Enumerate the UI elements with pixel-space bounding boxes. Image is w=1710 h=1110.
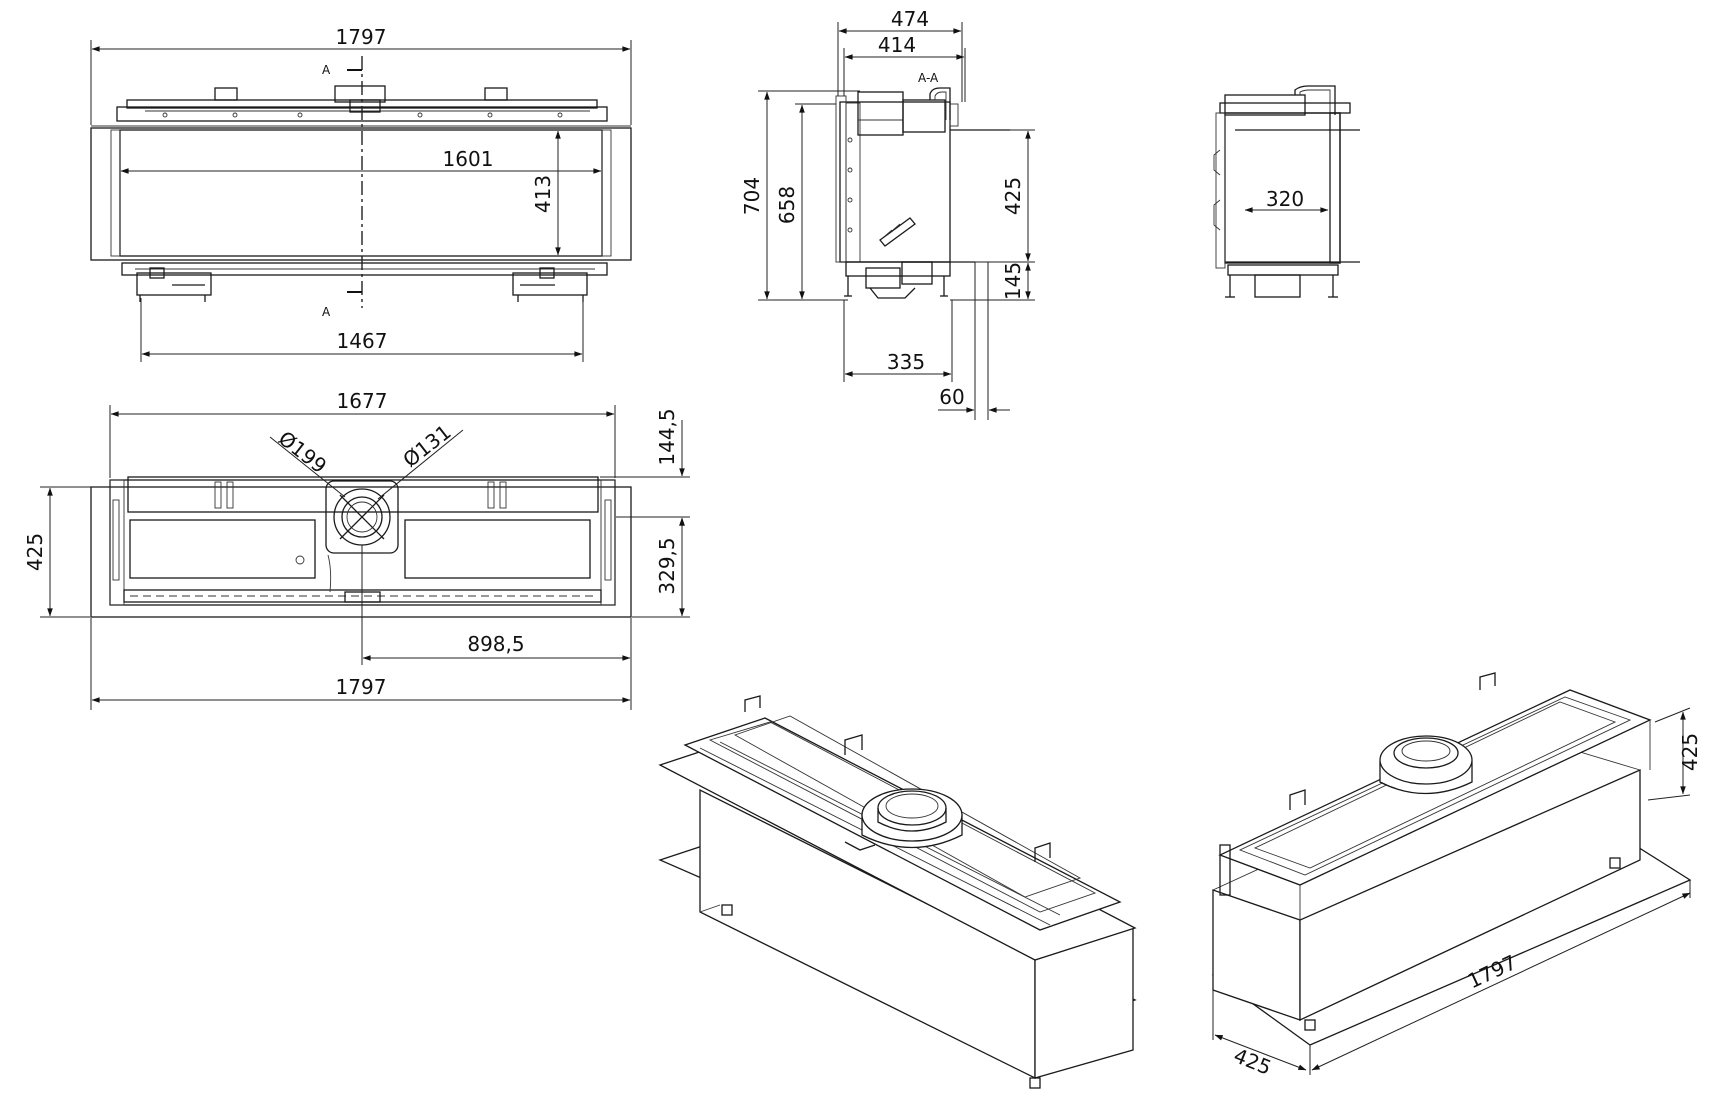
dim-top-depth: 425 xyxy=(23,533,47,571)
dim-top-flue-offset-top: 144,5 xyxy=(655,408,679,465)
iso-view-right: 425 1797 425 xyxy=(1211,672,1702,1080)
iso-view-left xyxy=(658,695,1137,1089)
dim-front-height-inner: 413 xyxy=(531,175,555,213)
front-view: A A 1797 1601 413 1467 xyxy=(90,25,632,362)
dim-top-width-total: 1797 xyxy=(336,675,387,699)
dim-section-height-total: 704 xyxy=(740,177,764,215)
dim-side-depth-inner: 320 xyxy=(1266,187,1304,211)
top-view: 1677 Ø199 Ø131 144,5 329,5 425 898,5 179… xyxy=(23,389,690,710)
dim-front-width-inner: 1601 xyxy=(443,147,494,171)
dim-section-depth-inner: 414 xyxy=(878,33,916,57)
section-marker-top: A xyxy=(322,63,331,77)
section-view: A-A xyxy=(740,7,1035,420)
dim-section-offset: 60 xyxy=(939,385,964,409)
dim-section-height-body: 658 xyxy=(775,186,799,224)
dim-front-width-total: 1797 xyxy=(336,25,387,49)
dim-front-feet-span: 1467 xyxy=(337,329,388,353)
dim-top-flue-offset-bottom: 329,5 xyxy=(655,537,679,594)
dim-section-height-box: 425 xyxy=(1001,177,1025,215)
dim-iso-height: 425 xyxy=(1678,733,1702,771)
dim-section-depth-outer: 474 xyxy=(891,7,929,31)
dim-section-height-base: 145 xyxy=(1001,262,1025,300)
dim-top-width-frame: 1677 xyxy=(337,389,388,413)
side-view: 320 xyxy=(1213,85,1360,298)
section-marker-bottom: A xyxy=(322,305,331,319)
dim-top-diameter-outer: Ø199 xyxy=(274,426,331,478)
section-title: A-A xyxy=(918,71,939,85)
dim-iso-depth: 425 xyxy=(1230,1043,1274,1080)
dim-top-diameter-inner: Ø131 xyxy=(398,420,455,472)
dim-top-flue-offset-side: 898,5 xyxy=(467,632,524,656)
dim-section-base-depth: 335 xyxy=(887,350,925,374)
